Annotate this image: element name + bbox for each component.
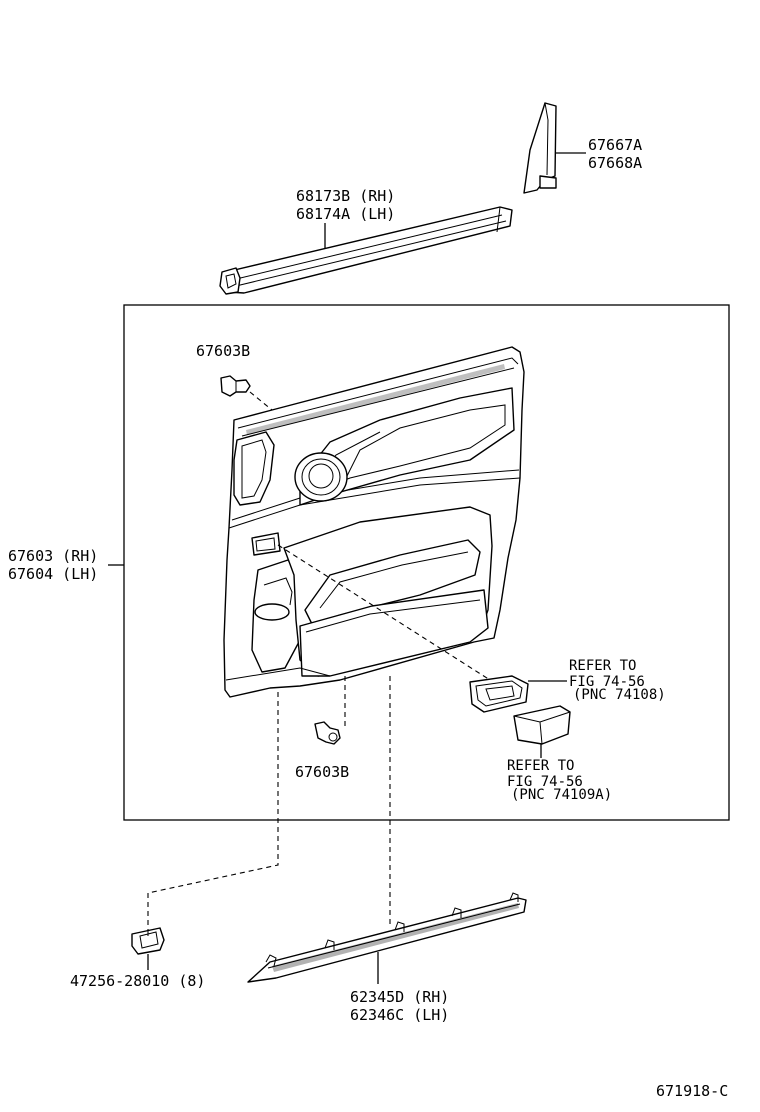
door-trim-panel <box>223 346 525 698</box>
scuff-plate-part <box>247 892 527 983</box>
clip-lower-number: 67603B <box>295 763 349 781</box>
retainer-clip-guide <box>147 692 279 930</box>
switch-base-guide <box>277 544 491 681</box>
switch-base-part <box>469 675 529 713</box>
pocket-ref-line-3: (PNC 74109A) <box>511 787 612 803</box>
pocket-part <box>513 705 571 745</box>
clip-upper-number: 67603B <box>196 342 250 360</box>
pocket-ref-line-1: REFER TO <box>507 758 574 774</box>
switch-base-ref-line-3: (PNC 74108) <box>573 687 666 703</box>
corner-cover-number-1: 67667A <box>588 136 642 154</box>
door-panel-number-2: 67604 (LH) <box>8 565 98 583</box>
clip-upper-guide <box>249 391 273 411</box>
switch-base-ref-line-2: FIG 74-56 <box>569 674 645 690</box>
scuff-plate-number-2: 62346C (LH) <box>350 1006 449 1024</box>
clip-lower-part <box>314 721 341 745</box>
door-panel-number-1: 67603 (RH) <box>8 547 98 565</box>
corner-cover-part <box>523 102 557 194</box>
corner-cover-number-2: 67668A <box>588 154 642 172</box>
weatherstrip-part <box>219 206 513 295</box>
pocket-ref-line-2: FIG 74-56 <box>507 774 583 790</box>
clip-upper-part <box>220 375 251 397</box>
weatherstrip-number-1: 68173B (RH) <box>296 187 395 205</box>
door-panel-assembly-frame <box>123 304 730 821</box>
retainer-clip-number: 47256-28010 (8) <box>70 972 205 990</box>
weatherstrip-number-2: 68174A (LH) <box>296 205 395 223</box>
scuff-plate-number-1: 62345D (RH) <box>350 988 449 1006</box>
retainer-clip-part <box>131 927 165 955</box>
figure-code: 671918-C <box>656 1082 728 1100</box>
switch-base-ref-line-1: REFER TO <box>569 658 636 674</box>
